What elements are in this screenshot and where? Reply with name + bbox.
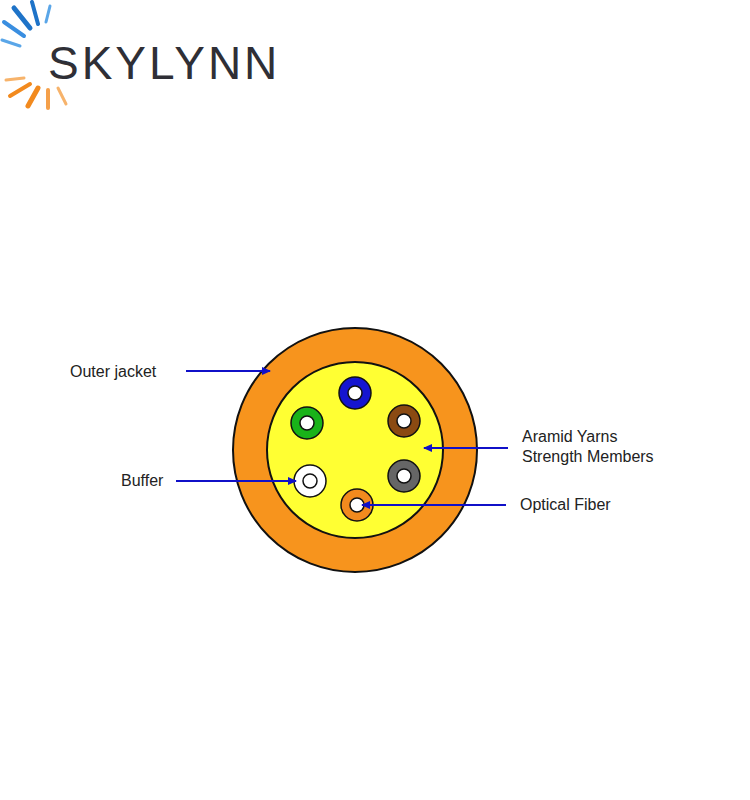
part-label: Optical Fiber [520,495,611,515]
buffer-ring [291,407,323,439]
leader-lines [176,371,508,505]
fiber-core [300,416,314,430]
part-label: Aramid Yarns Strength Members [522,427,672,467]
aramid-yarn [267,362,443,538]
fiber-core [397,414,411,428]
outer-jacket [233,328,477,572]
fiber-core [348,386,362,400]
fiber-core [397,469,411,483]
part-label: Buffer [121,471,163,491]
part-label: Outer jacket [70,362,156,382]
fibers [291,377,420,521]
fiber-core [303,474,317,488]
logo-text: SKYLYNN [48,38,280,88]
fiber-core [350,498,364,512]
buffer-ring [339,377,371,409]
buffer-ring [388,405,420,437]
buffer-ring [388,460,420,492]
buffer-ring [294,465,326,497]
